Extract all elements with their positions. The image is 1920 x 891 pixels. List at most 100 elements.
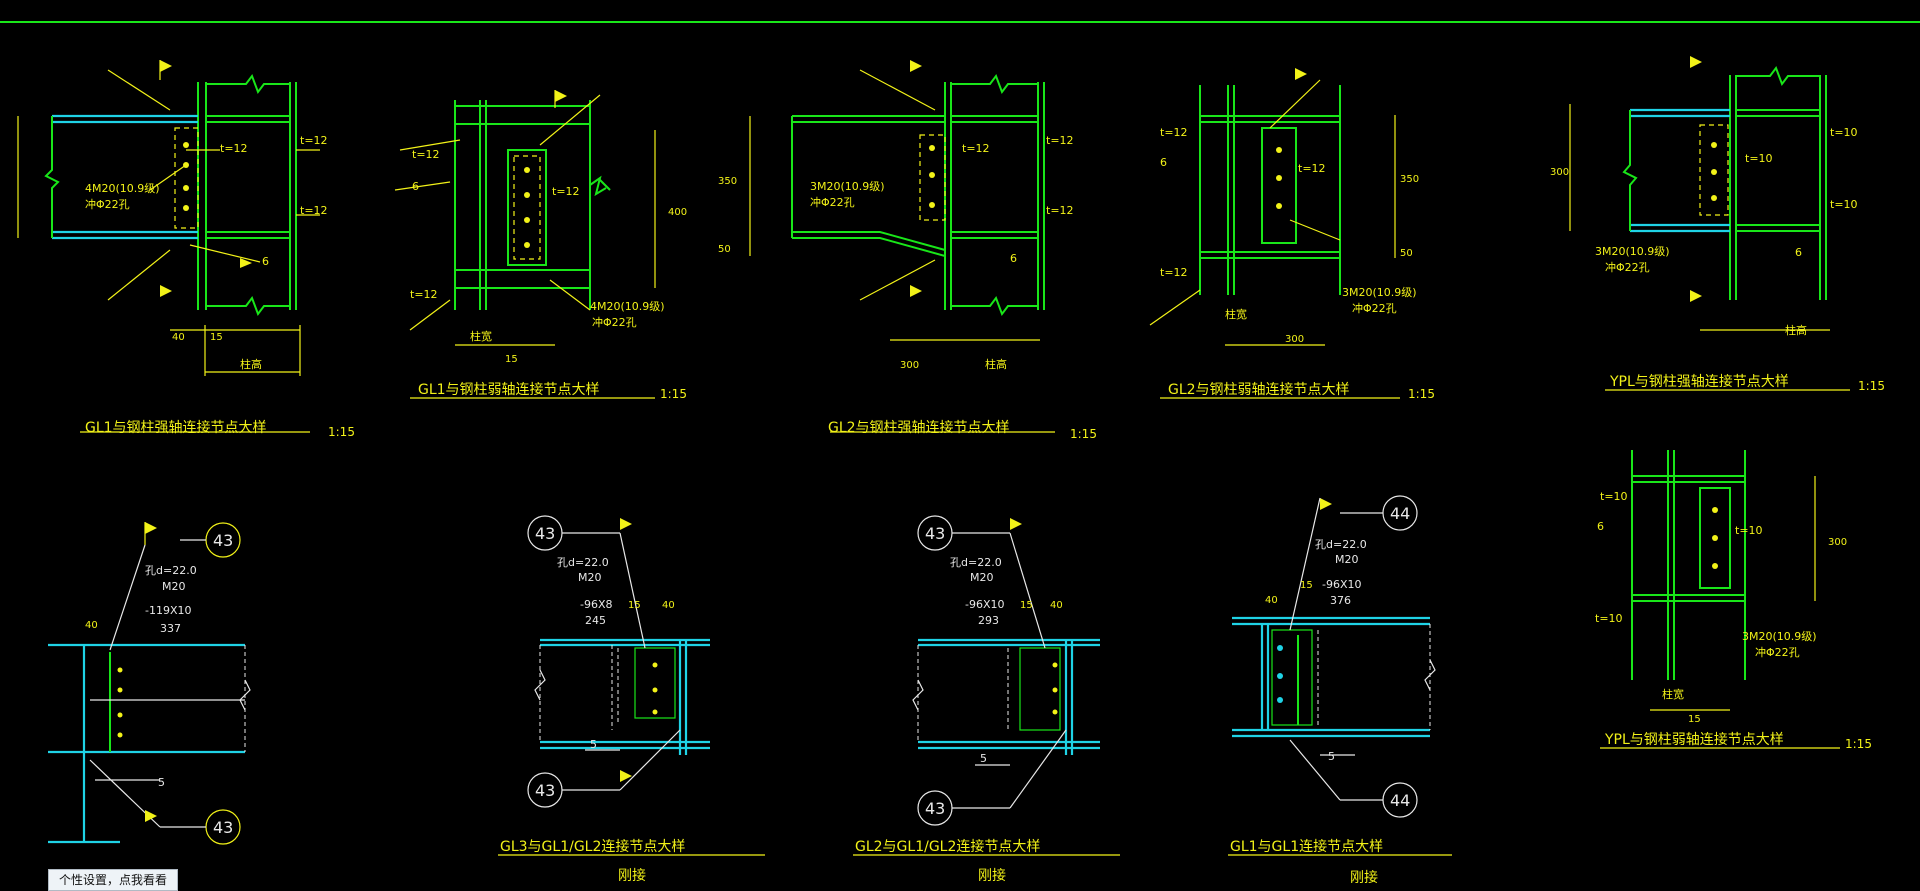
thk-label: t=12	[412, 148, 440, 161]
bolt-size-label: M20	[970, 571, 994, 584]
dim-40: 40	[85, 620, 98, 631]
detail-ref-43: 43	[535, 524, 555, 543]
dim-50: 50	[1400, 248, 1413, 259]
detail-gl1-strong-axis	[17, 60, 320, 433]
bolt-hole-label: 孔d=22.0	[950, 556, 1002, 569]
detail-ref-43: 43	[535, 781, 555, 800]
thk-label: t=10	[1595, 612, 1623, 625]
detail-title: GL2与钢柱强轴连接节点大样	[828, 419, 1010, 436]
detail-gl2-strong-axis-labels: t=12 t=12 t=12 3M20(10.9级) 冲Φ22孔 6 300 柱…	[718, 134, 1097, 441]
hole-spec: 冲Φ22孔	[85, 197, 130, 211]
dim-350: 350	[718, 176, 737, 187]
thk-label: t=12	[220, 142, 248, 155]
plate-length: 293	[978, 614, 999, 627]
hole-spec: 冲Φ22孔	[1352, 301, 1397, 315]
detail-ref-43: 43	[213, 818, 233, 837]
detail-gl3-gl1-gl2-labels: 孔d=22.0 M20 -96X8 245 15 40 5 43 43 GL3与…	[500, 524, 685, 884]
weld-size: 5	[590, 738, 597, 751]
detail-title: GL1与钢柱强轴连接节点大样	[85, 419, 267, 436]
detail-subtitle: 刚接	[978, 867, 1006, 884]
dim-350: 350	[1400, 174, 1419, 185]
detail-ypl-strong-axis-labels: t=10 t=10 t=10 3M20(10.9级) 冲Φ22孔 6 柱高 30…	[1550, 126, 1885, 393]
col-height-label: 柱高	[985, 357, 1007, 371]
plate-spec: -96X10	[965, 598, 1005, 611]
detail-scale: 1:15	[1070, 427, 1097, 441]
thk-label: t=12	[962, 142, 990, 155]
dim-40: 40	[662, 600, 675, 611]
detail-ref-43: 43	[925, 799, 945, 818]
detail-ypl-weak-axis	[1600, 450, 1840, 749]
weld-size: 5	[980, 752, 987, 765]
thk-label: t=12	[1160, 266, 1188, 279]
dim-300: 300	[900, 360, 919, 371]
detail-scale: 1:15	[660, 387, 687, 401]
detail-scale: 1:15	[1408, 387, 1435, 401]
bolt-spec: 4M20(10.9级)	[590, 300, 665, 313]
detail-gl1-gl1-labels: 孔d=22.0 M20 -96X10 376 40 15 5 44 44 GL1…	[1230, 504, 1410, 886]
thk-label: t=12	[410, 288, 438, 301]
col-height-label: 柱高	[1785, 323, 1807, 337]
plate-length: 376	[1330, 594, 1351, 607]
plate-spec: -119X10	[145, 604, 192, 617]
detail-title: GL1与钢柱弱轴连接节点大样	[418, 381, 600, 398]
detail-title: GL1与GL1连接节点大样	[1230, 838, 1383, 855]
weld-size: 6	[1010, 252, 1017, 265]
thk-label: t=12	[300, 204, 328, 217]
detail-ref-44: 44	[1390, 504, 1410, 523]
hole-spec: 冲Φ22孔	[1755, 645, 1800, 659]
weld-size: 6	[262, 255, 269, 268]
detail-gl1-strong-axis-labels: t=12 t=12 t=12 4M20(10.9级) 冲Φ22孔 6 柱高 15…	[85, 134, 355, 439]
detail-gl1-weak-axis	[394, 90, 656, 399]
detail-gl2-strong-axis	[749, 60, 1055, 433]
personal-settings-tooltip[interactable]: 个性设置，点我看看	[48, 869, 179, 891]
bolt-hole-label: 孔d=22.0	[145, 564, 197, 577]
dim-300: 300	[1828, 537, 1847, 548]
bolt-spec: 4M20(10.9级)	[85, 182, 160, 195]
dim-300: 300	[1285, 334, 1304, 345]
bolt-spec: 3M20(10.9级)	[1595, 245, 1670, 258]
detail-scale: 1:15	[1858, 379, 1885, 393]
detail-gl1-gl1	[1228, 495, 1452, 856]
thk-label: t=12	[1160, 126, 1188, 139]
detail-ref-44: 44	[1390, 791, 1410, 810]
detail-title: GL2与钢柱弱轴连接节点大样	[1168, 381, 1350, 398]
dim-40: 40	[1050, 600, 1063, 611]
thk-label: t=12	[552, 185, 580, 198]
thk-label: t=10	[1745, 152, 1773, 165]
weld-size: 6	[1597, 520, 1604, 533]
detail-ypl-weak-axis-labels: t=10 t=10 t=10 6 3M20(10.9级) 冲Φ22孔 柱宽 15…	[1595, 490, 1872, 751]
bolt-size-label: M20	[1335, 553, 1359, 566]
dim-15: 15	[1688, 714, 1701, 725]
bolt-size-label: M20	[162, 580, 186, 593]
bolt-spec: 3M20(10.9级)	[810, 180, 885, 193]
detail-gl2-gl1-gl2	[853, 515, 1120, 856]
thk-label: t=10	[1830, 198, 1858, 211]
plate-length: 245	[585, 614, 606, 627]
detail-ref-43: 43	[213, 531, 233, 550]
bolt-hole-label: 孔d=22.0	[557, 556, 609, 569]
thk-label: t=12	[300, 134, 328, 147]
col-width-label: 柱宽	[470, 329, 492, 343]
detail-ypl-strong-axis	[1569, 56, 1850, 391]
weld-size: 6	[1795, 246, 1802, 259]
bolt-spec: 3M20(10.9级)	[1342, 286, 1417, 299]
plate-length: 337	[160, 622, 181, 635]
detail-ref-43: 43	[925, 524, 945, 543]
weld-size: 6	[1160, 156, 1167, 169]
detail-title: GL2与GL1/GL2连接节点大样	[855, 838, 1040, 855]
detail-gl1-weak-axis-labels: t=12 t=12 t=12 6 4M20(10.9级) 冲Φ22孔 柱宽 15…	[410, 148, 687, 401]
hole-spec: 冲Φ22孔	[810, 195, 855, 209]
dim-300: 300	[1550, 167, 1569, 178]
detail-gl2-weak-axis-labels: t=12 t=12 t=12 6 3M20(10.9级) 冲Φ22孔 柱宽 30…	[1160, 126, 1435, 401]
col-width-label: 柱宽	[1662, 687, 1684, 701]
weld-size: 6	[412, 180, 419, 193]
detail-gl3-gl1-gl2	[498, 515, 765, 856]
bolt-spec: 3M20(10.9级)	[1742, 630, 1817, 643]
dim-50: 50	[718, 244, 731, 255]
plate-spec: -96X10	[1322, 578, 1362, 591]
hole-spec: 冲Φ22孔	[592, 315, 637, 329]
thk-label: t=10	[1830, 126, 1858, 139]
detail-beam-section-left	[48, 522, 251, 845]
dim-15: 15	[628, 600, 641, 611]
